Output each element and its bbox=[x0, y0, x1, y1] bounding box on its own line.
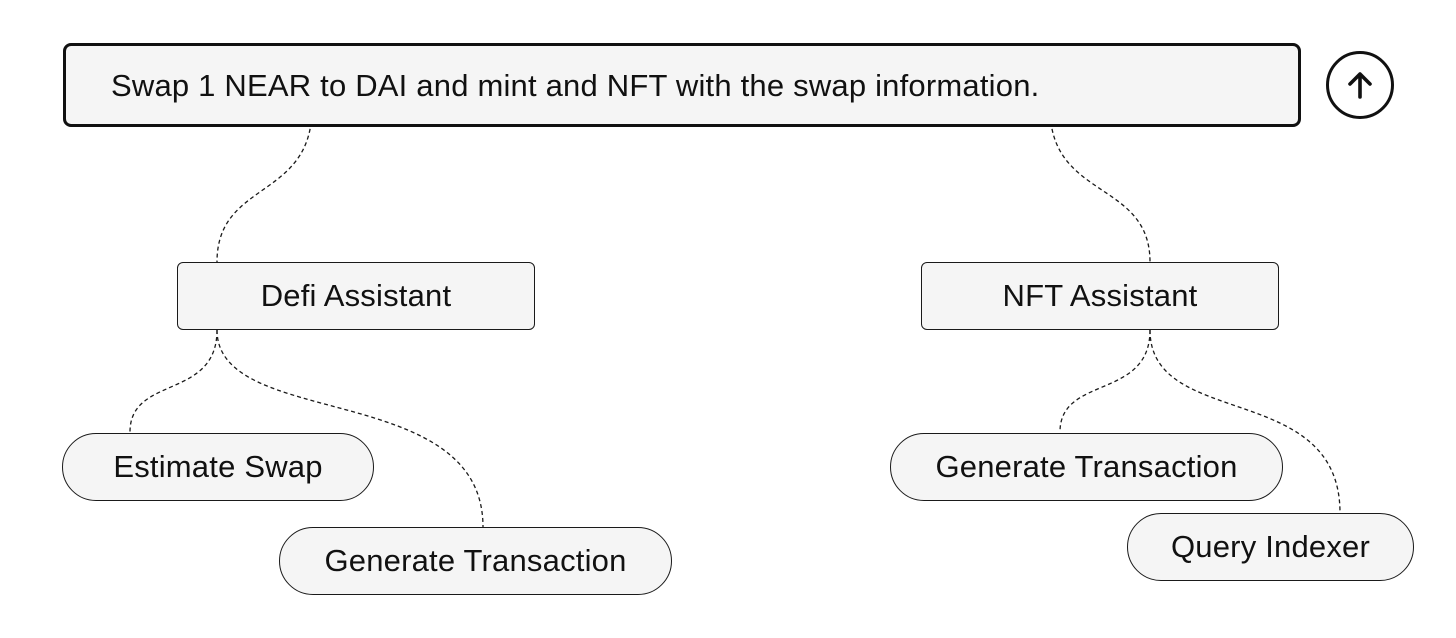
send-button[interactable] bbox=[1326, 51, 1394, 119]
arrow-up-icon bbox=[1348, 72, 1372, 99]
connector-nft-to-generate-transaction bbox=[1059, 329, 1151, 433]
tool-query-indexer: Query Indexer bbox=[1127, 513, 1414, 581]
tool-label: Estimate Swap bbox=[113, 449, 323, 484]
tool-label: Generate Transaction bbox=[935, 449, 1238, 484]
prompt-input-box[interactable]: Swap 1 NEAR to DAI and mint and NFT with… bbox=[63, 43, 1301, 127]
tool-nft-generate-transaction: Generate Transaction bbox=[890, 433, 1283, 501]
tool-label: Generate Transaction bbox=[324, 543, 627, 578]
tool-defi-generate-transaction: Generate Transaction bbox=[279, 527, 672, 595]
prompt-text: Swap 1 NEAR to DAI and mint and NFT with… bbox=[111, 68, 1040, 103]
tool-label: Query Indexer bbox=[1170, 529, 1371, 564]
defi-assistant-label: Defi Assistant bbox=[260, 278, 452, 313]
defi-assistant-node: Defi Assistant bbox=[177, 262, 535, 330]
connector-prompt-to-defi bbox=[216, 107, 313, 263]
connector-defi-to-estimate-swap bbox=[129, 329, 218, 433]
connector-prompt-to-nft bbox=[1049, 107, 1151, 263]
nft-assistant-node: NFT Assistant bbox=[921, 262, 1279, 330]
tool-estimate-swap: Estimate Swap bbox=[62, 433, 374, 501]
nft-assistant-label: NFT Assistant bbox=[1002, 278, 1198, 313]
